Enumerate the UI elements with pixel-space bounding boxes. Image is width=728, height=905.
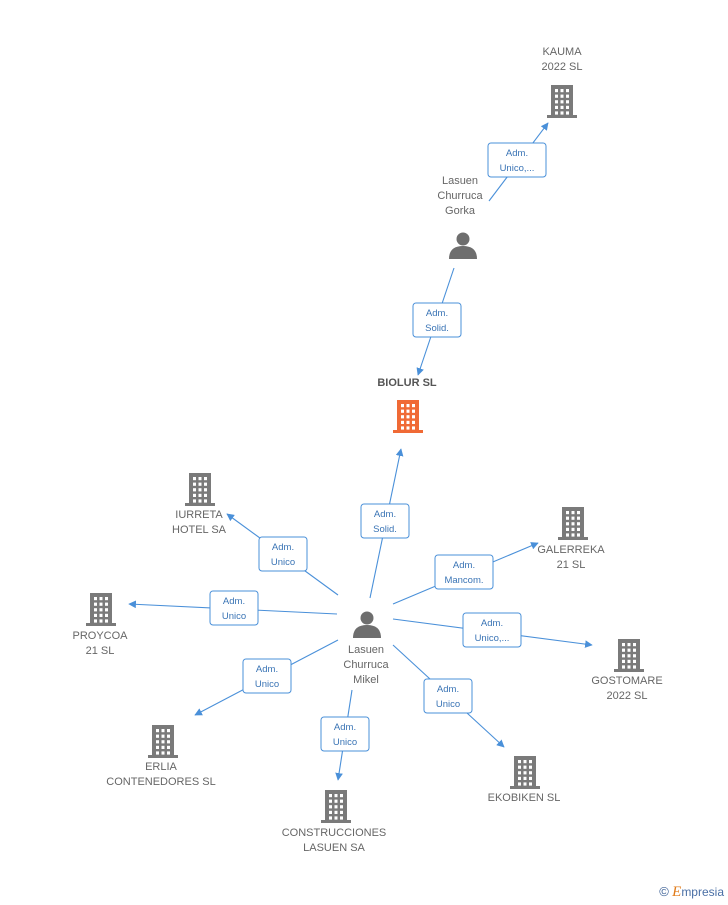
node-label: Lasuen [348,644,384,656]
node-label: Mikel [353,674,379,686]
node-galerreka[interactable]: GALERREKA 21 SL [537,507,605,571]
edge-label-box [462,612,522,648]
node-label: 2022 SL [542,61,583,73]
node-label: CONTENEDORES SL [106,776,215,788]
node-label: HOTEL SA [172,524,227,536]
node-proycoa[interactable]: PROYCOA 21 SL [72,593,128,657]
node-erlia[interactable]: ERLIA CONTENEDORES SL [106,725,216,788]
edge-labels-layer: Adm. Unico,... Adm. Solid. Adm. Solid. Adm. Uni… [209,142,547,752]
edge-label[interactable]: Adm. Unico,... [462,612,522,648]
node-label: CONSTRUCCIONES [282,827,387,839]
building-icon [185,473,215,506]
edge-label-text: Solid. [373,524,397,535]
building-icon [614,639,644,672]
edge-label-text: Adm. [374,509,396,520]
edge-label-box [487,142,547,178]
node-label: 21 SL [86,645,115,657]
edge-label[interactable]: Adm. Unico,... [487,142,547,178]
edge-label[interactable]: Adm. Mancom. [434,554,494,590]
building-icon [86,593,116,626]
person-icon [353,611,381,638]
edge-label-text: Adm. [426,308,448,319]
edge-label-text: Adm. [481,618,503,629]
node-label: Gorka [445,205,476,217]
edge-label-text: Unico,... [475,633,510,644]
edge-label-box [360,503,410,539]
building-icon [321,790,351,823]
node-label: Churruca [437,190,483,202]
edge-label-box [242,658,292,694]
edge-label-text: Unico [436,699,460,710]
edge-label[interactable]: Adm. Unico [209,590,259,626]
node-label: LASUEN SA [303,842,365,854]
edge-label-text: Unico,... [500,163,535,174]
brand-logo-text: mpresia [681,885,724,899]
node-label: KAUMA [542,46,582,58]
building-icon [393,400,423,433]
edge-label[interactable]: Adm. Unico [258,536,308,572]
node-construcciones[interactable]: CONSTRUCCIONES LASUEN SA [282,790,387,854]
edge-label-box [258,536,308,572]
edge-label-box [320,716,370,752]
edge-label[interactable]: Adm. Unico [320,716,370,752]
edge-label-box [423,678,473,714]
node-iurreta[interactable]: IURRETA HOTEL SA [172,473,227,536]
edge-label-text: Solid. [425,323,449,334]
edge-label-box [412,302,462,338]
brand-logo-initial: E [672,884,682,900]
building-icon [510,756,540,789]
edge-label-text: Adm. [334,722,356,733]
edge-label[interactable]: Adm. Unico [423,678,473,714]
edge-label-text: Adm. [272,542,294,553]
node-label: Churruca [343,659,389,671]
node-label: PROYCOA [72,630,128,642]
node-label: IURRETA [175,509,223,521]
edge-label-text: Adm. [506,148,528,159]
edge-label-text: Adm. [223,596,245,607]
edge-label-text: Adm. [256,664,278,675]
building-icon [148,725,178,758]
edge-label-text: Unico [222,611,246,622]
node-label: 2022 SL [607,690,648,702]
edge-label[interactable]: Adm. Unico [242,658,292,694]
copyright-symbol: © [659,884,669,899]
node-label: GALERREKA [537,544,605,556]
building-icon [547,85,577,118]
node-label: BIOLUR SL [377,377,437,389]
edge-label-box [434,554,494,590]
edge-label-box [209,590,259,626]
node-gostomare[interactable]: GOSTOMARE 2022 SL [591,639,663,702]
edge-label-text: Unico [333,737,357,748]
edge-label[interactable]: Adm. Solid. [412,302,462,338]
building-icon [558,507,588,540]
node-label: Lasuen [442,175,478,187]
watermark: © Empresia [659,884,724,901]
node-label: GOSTOMARE [591,675,662,687]
person-icon [449,232,477,259]
node-label: ERLIA [145,761,177,773]
edge-label-text: Unico [271,557,295,568]
node-label: EKOBIKEN SL [488,792,561,804]
node-biolur[interactable]: BIOLUR SL [377,377,437,433]
node-label: 21 SL [557,559,586,571]
node-kauma[interactable]: KAUMA 2022 SL [542,46,583,118]
node-ekobiken[interactable]: EKOBIKEN SL [488,756,561,804]
edge-label-text: Mancom. [444,575,483,586]
edge-label-text: Unico [255,679,279,690]
edge-label[interactable]: Adm. Solid. [360,503,410,539]
edge-label-text: Adm. [437,684,459,695]
edge-label-text: Adm. [453,560,475,571]
